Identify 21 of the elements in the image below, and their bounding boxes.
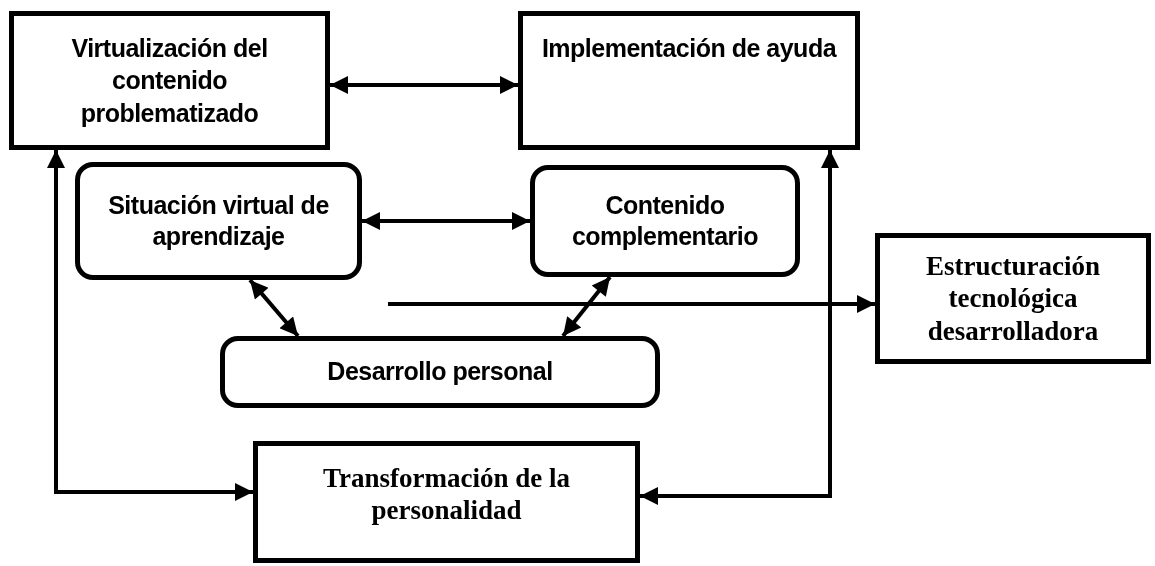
box-label: Virtualización del contenido problematizado	[70, 32, 269, 129]
box-label: Transformación de la personalidad	[322, 462, 571, 527]
arrow	[362, 212, 530, 230]
arrow	[47, 150, 253, 501]
box-label: Contenido complementario	[570, 189, 760, 252]
rounded-box	[220, 336, 660, 408]
box-label: Situación virtual de aprendizaje	[107, 189, 330, 252]
box-label: Estructuración tecnológica desarrolladora	[925, 249, 1101, 348]
arrow	[640, 150, 839, 505]
process-box	[518, 11, 860, 150]
rounded-box	[75, 162, 362, 280]
box-label: Implementación de ayuda	[541, 33, 837, 64]
process-box	[9, 11, 330, 150]
box-label: Desarrollo personal	[327, 356, 553, 388]
arrow	[248, 278, 300, 338]
arrow	[330, 76, 518, 94]
process-box	[253, 441, 640, 563]
arrow	[561, 275, 612, 338]
arrow	[388, 295, 875, 313]
process-box	[875, 233, 1151, 364]
rounded-box	[530, 165, 800, 277]
